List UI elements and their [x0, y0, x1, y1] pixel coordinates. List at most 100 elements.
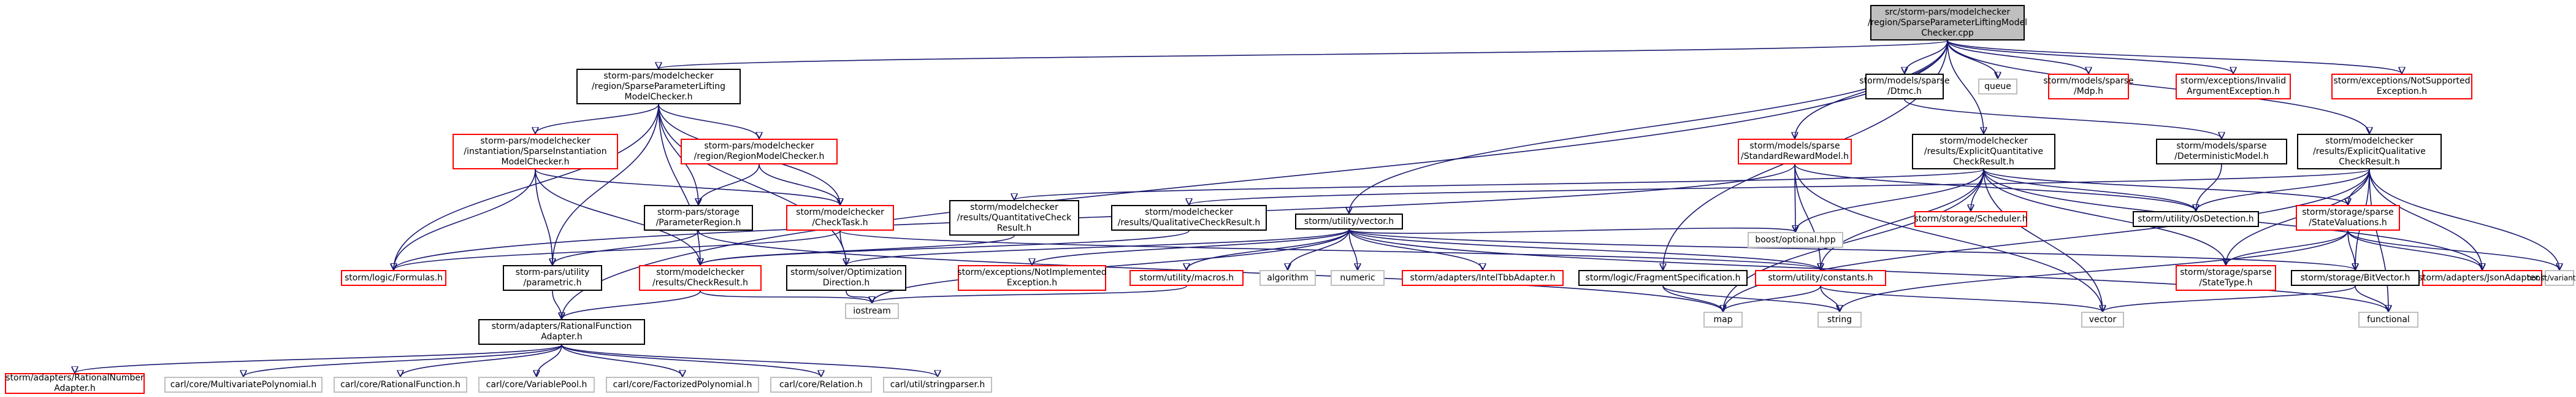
node-boost-variant: boost/variant.hpp: [2527, 270, 2576, 286]
include-edge: [1947, 40, 2089, 74]
node-check-task[interactable]: storm/modelchecker /CheckTask.h: [786, 205, 894, 231]
node-qualitative-check-result[interactable]: storm/modelchecker /results/QualitativeC…: [1111, 205, 1267, 231]
node-not-implemented-exception[interactable]: storm/exceptions/NotImplemented Exceptio…: [957, 265, 1107, 291]
include-edge: [1187, 229, 1350, 271]
node-explicit-qualitative-check-result[interactable]: storm/modelchecker /results/ExplicitQual…: [2297, 134, 2442, 169]
include-edge: [1662, 285, 1840, 312]
node-map: map: [1703, 312, 1743, 328]
node-utility-constants[interactable]: storm/utility/constants.h: [1755, 270, 1886, 286]
node-intel-tbb-adapter[interactable]: storm/adapters/IntelTbbAdapter.h: [1402, 270, 1564, 286]
include-edge: [561, 344, 821, 377]
include-edge: [1840, 230, 2349, 312]
include-edge: [658, 104, 846, 265]
node-explicit-quantitative-check-result[interactable]: storm/modelchecker /results/ExplicitQuan…: [1912, 134, 2055, 169]
include-edge: [1288, 229, 1350, 271]
node-deterministic-model[interactable]: storm/models/sparse /DeterministicModel.…: [2156, 139, 2287, 164]
node-standard-reward-model[interactable]: storm/models/sparse /StandardRewardModel…: [1738, 139, 1852, 164]
node-region-model-checker[interactable]: storm-pars/modelchecker /region/RegionMo…: [681, 139, 838, 164]
node-state-valuations[interactable]: storm/storage/sparse /StateValuations.h: [2296, 205, 2400, 231]
include-edge: [552, 104, 659, 265]
include-edge: [1947, 40, 2233, 74]
include-edge: [700, 290, 872, 304]
include-edge: [1820, 285, 2103, 312]
node-state-type[interactable]: storm/storage/sparse /StateType.h: [2176, 265, 2276, 291]
node-not-supported-exception[interactable]: storm/exceptions/NotSupported Exception.…: [2331, 74, 2472, 99]
node-rational-number-adapter[interactable]: storm/adapters/RationalNumber Adapter.h: [5, 373, 145, 394]
node-os-detection[interactable]: storm/utility/OsDetection.h: [2133, 211, 2259, 227]
node-utility-macros[interactable]: storm/utility/macros.h: [1129, 270, 1244, 286]
include-edge: [658, 104, 698, 205]
node-variable-pool: carl/core/VariablePool.h: [478, 377, 595, 393]
node-bit-vector[interactable]: storm/storage/BitVector.h: [2291, 270, 2420, 286]
node-check-result[interactable]: storm/modelchecker /results/CheckResult.…: [639, 265, 762, 291]
include-edge: [400, 344, 562, 377]
node-optimization-direction[interactable]: storm/solver/Optimization Direction.h: [786, 265, 906, 291]
include-edge: [1723, 285, 1821, 312]
include-edge: [2347, 230, 2482, 271]
node-invalid-argument-exception[interactable]: storm/exceptions/Invalid ArgumentExcepti…: [2176, 74, 2291, 99]
node-rational-function: carl/core/RationalFunction.h: [334, 377, 467, 393]
include-edge: [839, 230, 1821, 271]
include-edge: [872, 285, 1187, 304]
include-edge: [1348, 229, 1358, 270]
node-json-adapter[interactable]: storm/adapters/JsonAdapter.h: [2418, 270, 2546, 286]
include-edge: [1794, 164, 2196, 212]
node-factorized-polynomial: carl/core/FactorizedPolynomial.h: [606, 377, 759, 393]
include-edge: [1820, 285, 1840, 312]
include-edge: [535, 169, 700, 265]
include-edge: [2369, 169, 2559, 270]
node-scheduler[interactable]: storm/storage/Scheduler.h: [1914, 211, 2028, 227]
include-edge: [1348, 229, 1821, 271]
include-edge: [2196, 169, 2370, 212]
include-edge: [535, 104, 659, 134]
include-edge: [2369, 169, 2388, 312]
include-edge: [1032, 229, 1350, 266]
node-dtmc[interactable]: storm/models/sparse /Dtmc.h: [1859, 74, 1950, 99]
node-sparse-instantiation-model-checker[interactable]: storm-pars/modelchecker /instantiation/S…: [453, 134, 618, 169]
include-edge: [1983, 169, 2196, 212]
include-edge: [1348, 229, 1483, 271]
node-fragment-specification[interactable]: storm/logic/FragmentSpecification.h: [1578, 270, 1748, 286]
node-parametric[interactable]: storm-pars/utility /parametric.h: [503, 265, 602, 291]
include-edge: [1905, 40, 1948, 74]
include-edge: [759, 164, 840, 206]
include-edge: [1983, 169, 2348, 206]
include-edge: [1794, 164, 1821, 270]
node-sparse-parameter-lifting-model-checker[interactable]: storm-pars/modelchecker /region/SparsePa…: [576, 69, 741, 104]
include-edge: [846, 229, 1350, 266]
include-edge: [1348, 229, 2355, 271]
include-edge: [658, 104, 759, 139]
include-edge: [75, 344, 562, 374]
node-logic-formulas[interactable]: storm/logic/Formulas.h: [341, 270, 446, 286]
include-edge: [394, 164, 1795, 270]
include-edge: [700, 230, 1190, 266]
include-edge: [535, 169, 552, 265]
include-edge: [1904, 99, 2222, 139]
node-algorithm: algorithm: [1259, 270, 1316, 286]
node-parameter-region[interactable]: storm-pars/storage /ParameterRegion.h: [644, 205, 753, 231]
include-edge: [1348, 228, 1795, 234]
include-edge: [2348, 169, 2370, 206]
include-edge: [1795, 169, 1984, 233]
include-edge: [2196, 164, 2222, 211]
node-stringparser: carl/util/stringparser.h: [883, 377, 992, 393]
include-edge: [2355, 285, 2388, 312]
include-edge: [1014, 169, 1984, 201]
node-root-source-file[interactable]: src/storm-pars/modelchecker /region/Spar…: [1868, 5, 2027, 40]
node-mdp[interactable]: storm/models/sparse /Mdp.h: [2043, 74, 2134, 99]
node-rational-function-adapter[interactable]: storm/adapters/RationalFunction Adapter.…: [478, 319, 645, 345]
node-boost-optional: boost/optional.hpp: [1748, 232, 1843, 248]
include-edge: [1947, 40, 1984, 134]
include-edge: [561, 344, 938, 377]
include-edge: [1662, 285, 1723, 312]
node-quantitative-check-result[interactable]: storm/modelchecker /results/Quantitative…: [949, 200, 1079, 236]
include-edge: [659, 40, 1948, 69]
include-edge: [1983, 169, 2226, 265]
include-edge: [1189, 169, 2370, 206]
include-edge: [698, 164, 760, 206]
include-edge: [394, 169, 536, 270]
include-edge: [562, 40, 1948, 319]
include-edge: [394, 104, 659, 270]
include-edge: [394, 230, 841, 271]
node-utility-vector[interactable]: storm/utility/vector.h: [1295, 214, 1403, 229]
